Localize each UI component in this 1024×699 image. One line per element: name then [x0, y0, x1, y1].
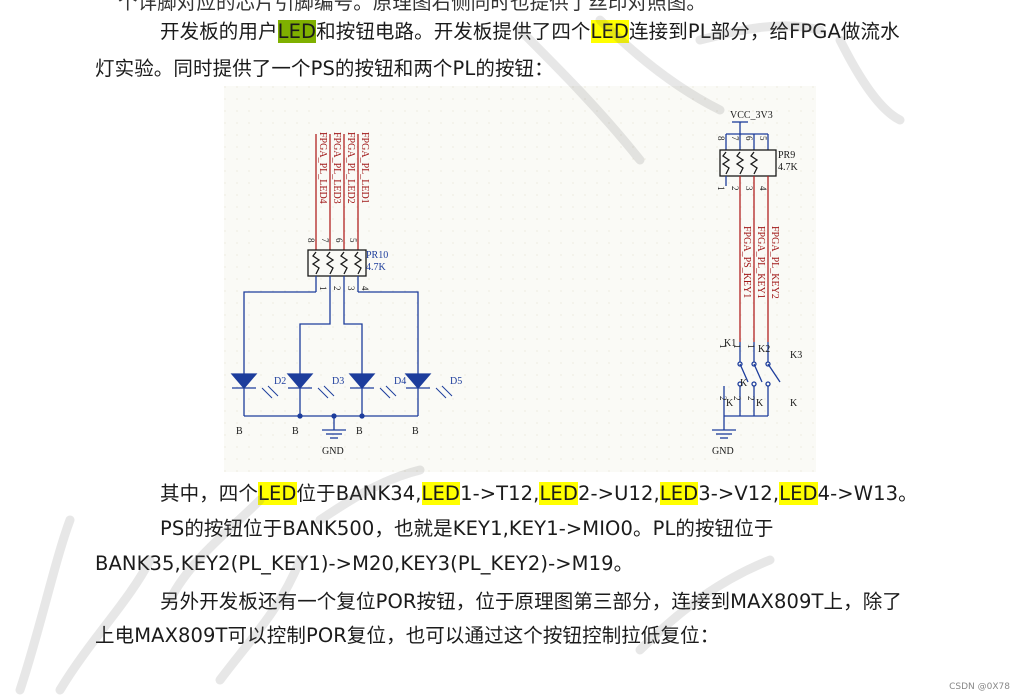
switch-label: K1	[724, 338, 736, 349]
ref-label: PR10	[366, 250, 388, 261]
highlight-led: LED	[539, 482, 578, 505]
pin-label: 8	[306, 238, 316, 243]
bank-label: B	[292, 426, 299, 437]
pin-label: 5	[348, 238, 358, 243]
pin-label: 5	[758, 136, 768, 141]
led-key-schematic: FPGA_PL_LED4 FPGA_PL_LED3 FPGA_PL_LED2 F…	[224, 86, 816, 472]
pin-label: 2	[730, 186, 740, 191]
text-line-6: 另外开发板还有一个复位POR按钮，位于原理图第三部分，连接到MAX809T上，除…	[160, 590, 902, 613]
pin-label: 1	[718, 344, 728, 349]
diode-label: D2	[274, 376, 286, 387]
pin-label: 3	[744, 186, 754, 191]
ref-label: PR9	[778, 150, 795, 161]
pin-label: 8	[716, 136, 726, 141]
k-label: K	[790, 398, 798, 409]
highlight-led: LED	[277, 20, 317, 43]
net-label: FPGA_PL_LED2	[345, 132, 356, 204]
pin-label: 4	[758, 186, 768, 191]
text-line-3: 其中，四个LED位于BANK34,LED1->T12,LED2->U12,LED…	[160, 482, 918, 505]
text-line-4: PS的按钮位于BANK500，也就是KEY1,KEY1->MIO0。PL的按钮位…	[160, 517, 774, 540]
k-label: K	[726, 398, 734, 409]
highlight-led: LED	[659, 482, 699, 505]
pin-label: 6	[744, 136, 754, 141]
switch-label: K2	[758, 344, 770, 355]
value-label: 4.7K	[778, 162, 799, 173]
pin-label: 7	[320, 238, 330, 243]
pin-label: 6	[334, 238, 344, 243]
text-line-5: BANK35,KEY2(PL_KEY1)->M20,KEY3(PL_KEY2)-…	[95, 552, 634, 575]
net-label: FPGA_PL_LED4	[317, 132, 328, 204]
pin-label: 2	[332, 286, 342, 291]
text-line-2: 灯实验。同时提供了一个PS的按钮和两个PL的按钮：	[95, 57, 554, 80]
pin-label: 1	[732, 344, 742, 349]
k-label: K	[756, 398, 764, 409]
pin-label: 2	[718, 396, 728, 401]
text-line-0: 个详脚对应的芯片引脚编号。原理图右侧同时也提供了丝印对照图。	[118, 0, 707, 14]
pin-label: 1	[318, 286, 328, 291]
key-circuit	[712, 121, 781, 439]
gnd-label: GND	[322, 446, 344, 457]
pin-label: 1	[716, 186, 726, 191]
net-label: FPGA_PL_KEY2	[769, 226, 780, 299]
pin-label: 4	[360, 286, 370, 291]
k-label: K	[740, 378, 748, 389]
vcc-label: VCC_3V3	[730, 110, 773, 121]
text-line-7: 上电MAX809T可以控制POR复位，也可以通过这个按钮控制拉低复位：	[95, 624, 720, 647]
gnd-label: GND	[712, 446, 734, 457]
highlight-led: LED	[590, 20, 630, 43]
highlight-led: LED	[421, 482, 461, 505]
pin-label: 7	[730, 136, 740, 141]
footer-credit: CSDN @0X78	[949, 682, 1010, 692]
pin-label: 2	[746, 396, 756, 401]
diode-label: D5	[450, 376, 462, 387]
pin-label: 2	[732, 396, 742, 401]
net-label: FPGA_PS_KEY1	[741, 226, 752, 298]
bank-label: B	[412, 426, 419, 437]
switch-label: K3	[790, 350, 802, 361]
led-circuit	[230, 134, 453, 439]
net-label: FPGA_PL_LED1	[359, 132, 370, 204]
value-label: 4.7K	[366, 262, 387, 273]
pin-label: 3	[346, 286, 356, 291]
bank-label: B	[356, 426, 363, 437]
net-label: FPGA_PL_LED3	[331, 132, 342, 204]
diode-label: D4	[394, 376, 406, 387]
highlight-led: LED	[258, 482, 297, 505]
bank-label: B	[236, 426, 243, 437]
diode-label: D3	[332, 376, 344, 387]
pin-label: 1	[746, 344, 756, 349]
net-label: FPGA_PL_KEY1	[755, 226, 766, 299]
text-line-1: 开发板的用户LED和按钮电路。开发板提供了四个LED连接到PL部分，给FPGA做…	[160, 20, 900, 43]
highlight-led: LED	[779, 482, 818, 505]
